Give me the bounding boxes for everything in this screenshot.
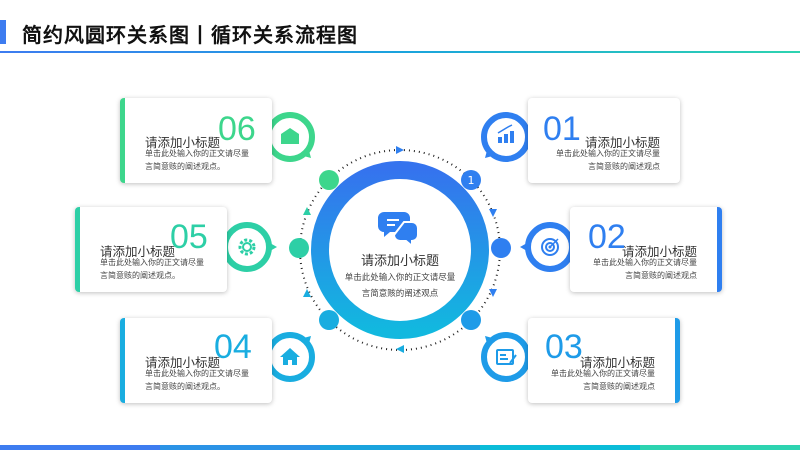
item-title: 请添加小标题 xyxy=(621,244,697,259)
bar-chart-icon xyxy=(497,124,514,143)
item-card-01: 请添加小标题 单击此处输入你的正文请尽量言简意赅的阐述观点 xyxy=(528,98,680,183)
item-desc: 单击此处输入你的正文请尽量言简意赅的阐述观点 xyxy=(551,369,655,391)
item-05-bubble xyxy=(222,222,277,272)
orbit-nodes xyxy=(289,170,511,330)
item-number: 05 xyxy=(170,218,208,256)
item-title: 请添加小标题 xyxy=(145,355,221,370)
page-title: 简约风圆环关系图丨循环关系流程图 xyxy=(22,23,358,47)
item-desc: 单击此处输入你的正文请尽量言简意赅的阐述观点。 xyxy=(145,369,249,391)
target-icon xyxy=(541,238,559,256)
bottom-gradient-bar xyxy=(0,445,800,450)
home-icon xyxy=(280,348,300,365)
orbit-badge: 1 xyxy=(468,174,475,187)
center-desc: 言简意赅的阐述观点 xyxy=(361,289,439,299)
orbit-arrows xyxy=(303,146,497,353)
item-04-bubble xyxy=(265,332,315,382)
item-desc: 单击此处输入你的正文请尽量言简意赅的阐述观点。 xyxy=(145,149,249,171)
item-01-bubble xyxy=(481,112,531,162)
item-number: 06 xyxy=(218,110,256,148)
item-number: 04 xyxy=(214,328,252,366)
item-title: 请添加小标题 xyxy=(100,244,176,259)
item-desc: 单击此处输入你的正文请尽量言简意赅的阐述观点 xyxy=(556,149,660,171)
item-card-04: 请添加小标题 单击此处输入你的正文请尽量言简意赅的阐述观点。 xyxy=(120,318,272,403)
gear-icon xyxy=(238,238,256,256)
title-accent-bar xyxy=(0,20,6,44)
item-06-bubble xyxy=(265,112,315,162)
main-ring xyxy=(311,161,489,339)
center-text: 请添加小标题 单击此处输入你的正文请尽量 言简意赅的阐述观点 xyxy=(330,250,470,301)
item-title: 请添加小标题 xyxy=(584,135,660,150)
item-title: 请添加小标题 xyxy=(579,355,655,370)
item-title: 请添加小标题 xyxy=(145,135,221,150)
document-edit-icon xyxy=(496,349,517,365)
item-number: 02 xyxy=(588,218,626,256)
item-card-02: 请添加小标题 单击此处输入你的正文请尽量言简意赅的阐述观点 xyxy=(570,207,722,292)
item-desc: 单击此处输入你的正文请尽量言简意赅的阐述观点。 xyxy=(100,258,204,280)
title-divider xyxy=(0,51,800,53)
item-number: 03 xyxy=(545,328,583,366)
mail-icon xyxy=(281,128,299,144)
item-card-06: 请添加小标题 单击此处输入你的正文请尽量言简意赅的阐述观点。 xyxy=(120,98,272,183)
item-02-bubble xyxy=(520,222,575,272)
item-desc: 单击此处输入你的正文请尽量言简意赅的阐述观点 xyxy=(593,258,697,280)
chat-bubbles-icon xyxy=(378,212,419,249)
item-number: 01 xyxy=(543,110,581,148)
item-03-bubble xyxy=(481,332,531,382)
center-title: 请添加小标题 xyxy=(360,254,439,269)
item-card-03: 请添加小标题 单击此处输入你的正文请尽量言简意赅的阐述观点 xyxy=(528,318,680,403)
center-desc: 单击此处输入你的正文请尽量 xyxy=(344,273,456,283)
item-card-05: 请添加小标题 单击此处输入你的正文请尽量言简意赅的阐述观点。 xyxy=(75,207,227,292)
